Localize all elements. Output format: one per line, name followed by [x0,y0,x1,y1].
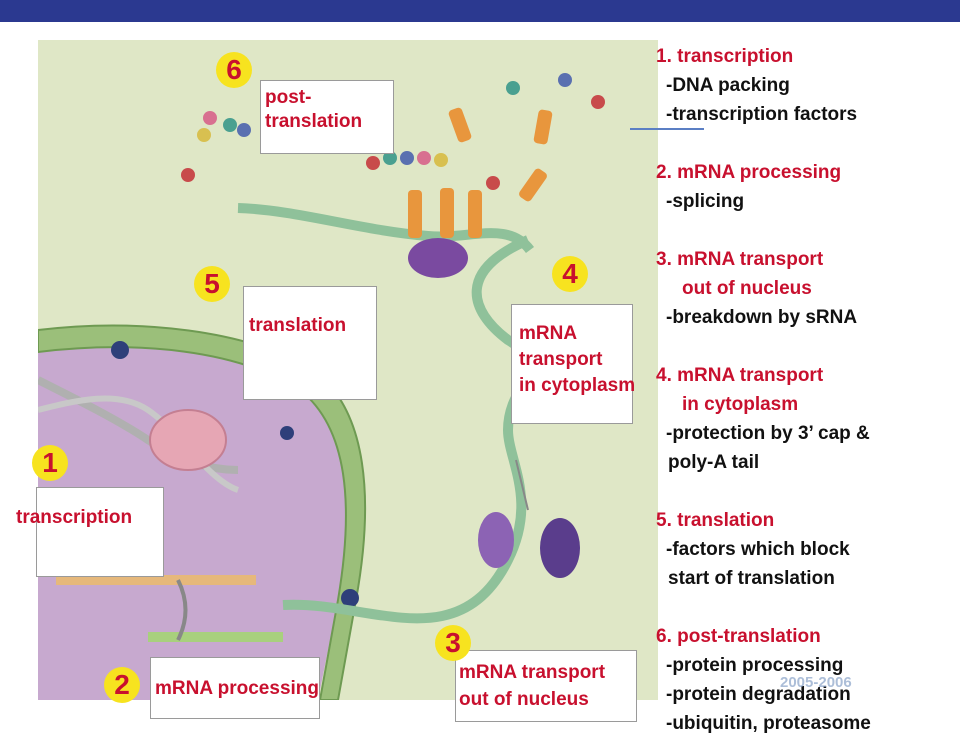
legend-item: -transcription factors [666,104,858,125]
dna-helix [38,395,240,493]
legend-heading-6: 6. post-translation [656,626,821,647]
step-5-badge: 5 [194,266,230,302]
legend-item: poly-A tail [668,452,760,473]
step-1-badge: 1 [32,445,68,481]
legend-item: -DNA packing [666,75,790,96]
protein-complex [540,518,580,578]
nucleus [38,336,347,700]
title-bar-rule [0,22,960,25]
pre-mrna [56,575,256,585]
decorative-rule [630,128,704,130]
nuclear-pore [111,341,129,359]
legend-item: -ubiquitin, proteasome [666,713,871,734]
export-arrow [515,459,529,511]
legend-heading-1: 1. transcription [656,46,794,67]
trna [440,188,454,238]
trna [468,190,482,238]
callout-mrna-processing-box [150,657,320,719]
free-trna [533,109,553,145]
cytoplasmic-mrna [282,235,536,624]
step-3-badge: 3 [435,625,471,661]
mature-mrna [148,632,283,642]
legend-item: start of translation [668,568,835,589]
legend-item: -protein processing [666,655,844,676]
legend-heading-3b: out of nucleus [682,278,812,299]
free-trna [519,168,547,202]
callout-translation-box [243,286,377,400]
transcription-bubble [149,409,227,471]
callout-mrna-cytoplasm-box [511,304,633,424]
processing-arrow [176,579,188,641]
trna [408,190,422,238]
polypeptide-chain [366,151,448,170]
callout-transcription-box [36,487,164,577]
step-2-label: mRNA processing [155,678,319,699]
legend-item: -protection by 3’ cap & [666,423,870,444]
step-4-badge: 4 [552,256,588,292]
legend-item: -protein degradation [666,684,851,705]
legend-item: -splicing [666,191,745,212]
free-trna [448,107,472,143]
step-4-label: mRNA transport in cytoplasm [519,323,636,396]
amino-acids [181,73,605,190]
step-6-label: post- translation [265,87,363,132]
legend-heading-3: 3. mRNA transport [656,249,824,270]
step-5-label: translation [249,315,347,336]
step-2-badge: 2 [104,667,140,703]
watermark: 2005-2006 [780,674,852,691]
legend-item: -breakdown by sRNA [666,307,858,328]
nuclear-pore [341,589,359,607]
step-3-label: mRNA transport out of nucleus [459,662,606,710]
legend-item: -factors which block [666,539,850,560]
nuclear-pore [280,426,294,440]
ribosome [408,238,468,278]
legend-heading-5: 5. translation [656,510,775,531]
legend-heading-4b: in cytoplasm [682,394,799,415]
callout-post-translation-box [260,80,394,154]
callout-mrna-export-box [455,650,637,722]
title-bar [0,0,960,22]
legend-heading-4: 4. mRNA transport [656,365,824,386]
step-6-badge: 6 [216,52,252,88]
cytoplasmic-mrna [237,203,535,254]
protein-complex [478,512,514,568]
legend-heading-2: 2. mRNA processing [656,162,842,183]
regulation-legend: 1. transcription -DNA packing -transcrip… [656,42,956,738]
step-1-label: transcription [16,507,133,528]
